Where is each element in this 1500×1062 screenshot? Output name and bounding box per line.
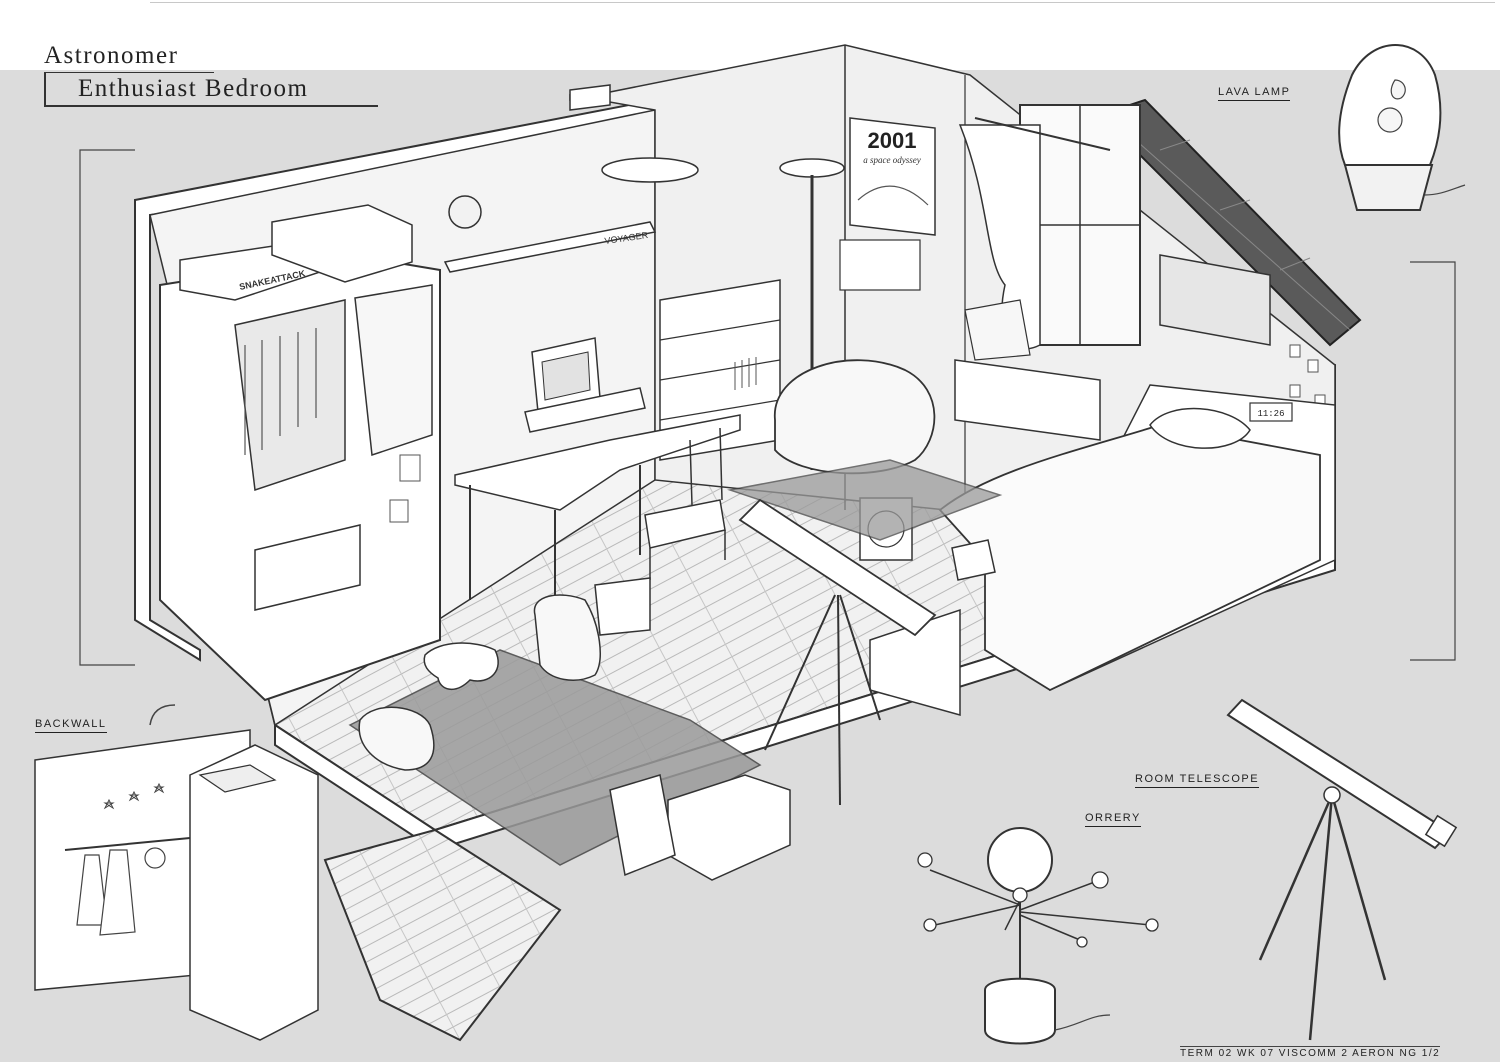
wall-picture — [839, 239, 921, 291]
arrow-icon — [149, 704, 176, 726]
right-frame-bracket — [1410, 261, 1456, 661]
backwall-wardrobe — [189, 744, 319, 1041]
telescope-icon — [1226, 698, 1458, 1041]
table-lamp — [951, 539, 996, 581]
room-telescope — [738, 498, 937, 806]
wall-shelf — [443, 221, 657, 273]
lava-lamp-icon — [1338, 44, 1466, 211]
wardrobe-door — [354, 284, 433, 457]
corkboard — [1159, 254, 1271, 346]
floor-extension — [323, 828, 562, 1042]
alarm-clock-display: 11:26 — [1257, 409, 1284, 419]
page-title: Astronomer Enthusiast Bedroom — [44, 40, 378, 107]
backwall-sketch — [34, 704, 319, 1041]
food-bag — [609, 774, 676, 877]
ceiling-light — [601, 157, 699, 183]
backpack-icon — [533, 594, 601, 681]
desk — [454, 414, 741, 615]
computer — [524, 337, 646, 433]
nightstand — [869, 539, 996, 716]
poster-year: 2001 — [868, 128, 917, 153]
poster-2001: 2001 a space odyssey — [849, 117, 936, 236]
storage-box — [271, 204, 413, 283]
left-frame-bracket — [79, 149, 135, 666]
wardrobe — [159, 253, 441, 702]
globe-icon — [448, 195, 482, 229]
wall-corner-cap — [569, 84, 611, 111]
bean-bag — [774, 359, 936, 475]
room-telescope-label: ROOM TELESCOPE — [1135, 773, 1260, 788]
trash-bin — [594, 577, 651, 636]
computer-case — [524, 387, 646, 433]
lava-lamp-label: LAVA LAMP — [1218, 86, 1291, 101]
cat-icon — [423, 642, 499, 690]
top-rule — [150, 2, 1495, 3]
orrery-icon — [917, 827, 1159, 1045]
cushion — [964, 299, 1031, 361]
alarm-clock — [1249, 402, 1293, 422]
window-seat — [954, 359, 1101, 441]
title-line-1: Astronomer — [44, 40, 214, 73]
wardrobe-drawer — [254, 524, 361, 611]
title-line-2: Enthusiast Bedroom — [44, 73, 378, 107]
backwall-label: BACKWALL — [35, 718, 107, 733]
poster-subtitle: a space odyssey — [863, 155, 920, 165]
rug-small — [727, 459, 1003, 541]
desk-chair — [644, 427, 726, 580]
curtain-rod — [974, 117, 1111, 151]
backpack-floor — [358, 706, 435, 771]
footer-credit: TERM 02 WK 07 VISCOMM 2 AERON NG 1/2 — [1180, 1046, 1441, 1059]
wardrobe-hanging-space — [234, 299, 346, 492]
room: 2001 a space odyssey — [134, 44, 1362, 1042]
pillow — [1149, 407, 1251, 449]
orrery-label: ORRERY — [1085, 812, 1141, 827]
